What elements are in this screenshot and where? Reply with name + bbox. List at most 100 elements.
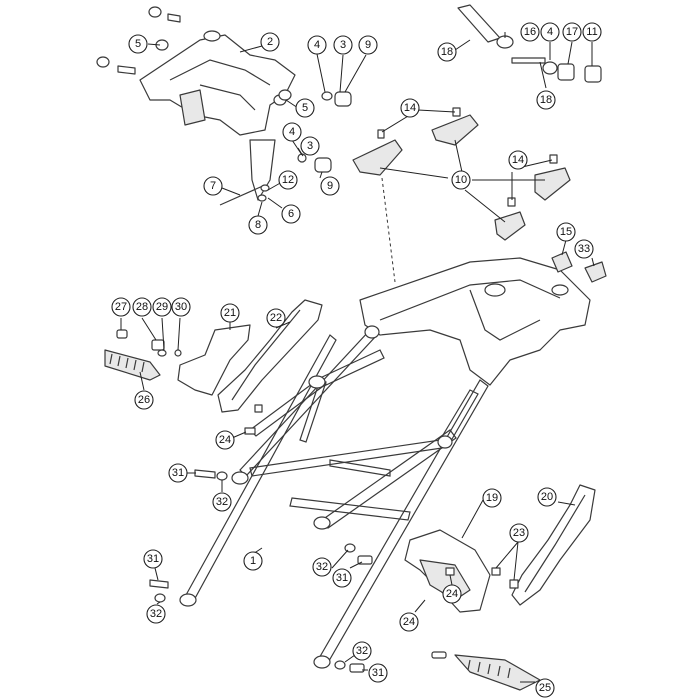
callout-label: 4 [289,126,295,138]
callout-3: 3 [300,136,320,156]
washer-32b [154,593,166,603]
right-footrest-assembly [404,484,596,691]
heel-guard-22 [217,299,323,413]
nut-8 [257,194,267,202]
frame-tube-end-upper [231,471,249,485]
spring-29 [157,349,167,357]
callout-7: 7 [203,176,223,196]
callout-label: 9 [365,39,371,51]
callout-label: 4 [314,39,320,51]
bolt-31b [149,579,169,589]
callout-27: 27 [111,297,131,317]
callout-label: 6 [288,208,294,220]
callout-label: 2 [267,36,273,48]
screw-24c [445,567,455,576]
callout-21: 21 [220,303,240,323]
leader-15 [561,239,567,256]
leader-10 [379,139,545,223]
heel-guard-20-edge [524,494,586,593]
frame-diagonal-brace-2 [319,349,385,387]
callout-2: 2 [260,32,280,52]
callout-label: 33 [578,243,590,255]
callout-label: 8 [255,219,261,231]
rubber-pad-left [352,139,403,176]
callout-label: 7 [210,180,216,192]
callouts: 1 2 3 3 4 4 4 5 5 6 7 8 9 9 10 11 12 14 … [111,22,602,698]
callout-29: 29 [152,297,172,317]
leader-31b [154,567,159,581]
rubber-damper-2 [278,89,292,101]
callout-label: 12 [282,174,294,186]
callout-30: 30 [171,297,191,317]
callout-label: 5 [135,38,141,50]
callout-4: 4 [307,35,327,55]
callout-24: 24 [215,430,235,450]
frame-joint-2 [437,435,453,449]
main-frame [179,257,591,669]
leader-18b [539,61,547,89]
callout-label: 16 [524,26,536,38]
callout-label: 1 [250,555,256,567]
callout-label: 32 [316,561,328,573]
bolt-long-16 [457,4,501,43]
callout-12: 12 [278,170,298,190]
footrest-bracket-21 [177,324,251,396]
callout-label: 31 [172,467,184,479]
upper-mounting-bracket [96,6,332,206]
callout-label: 3 [340,39,346,51]
callout-20: 20 [537,487,557,507]
washer-4 [321,91,333,101]
callout-label: 24 [403,616,415,628]
callout-14: 14 [400,98,420,118]
callout-label: 14 [404,102,416,114]
spacer-9 [334,91,352,107]
leader-24c [414,599,426,613]
callout-label: 20 [541,491,553,503]
bolt-31a [194,469,216,479]
callout-10: 10 [451,170,471,190]
leader-lines [120,32,595,683]
callout-9: 9 [320,176,340,196]
callout-5: 5 [128,34,148,54]
callout-label: 32 [150,608,162,620]
leader-32c [331,549,349,569]
frame-mount-boss-2 [551,284,569,296]
clip-30 [174,349,182,357]
leader-26 [139,371,145,391]
callout-6: 6 [281,204,301,224]
callout-label: 26 [138,394,150,406]
assembly-line-dash [381,177,396,283]
callout-label: 24 [446,588,458,600]
washer-left [96,56,110,68]
heel-guard-edge [231,309,301,401]
frame-joint-3 [364,325,380,339]
callout-label: 10 [455,174,467,186]
callout-label: 24 [219,434,231,446]
callout-3: 3 [333,35,353,55]
buffer-33 [584,261,607,283]
callout-26: 26 [134,390,154,410]
pivot-hardware [149,469,373,673]
frame-rear-subframe [359,257,591,386]
callout-4: 4 [282,122,302,142]
spacer-9b [314,157,332,173]
frame-subframe-edge [379,279,561,321]
callout-label: 15 [560,226,572,238]
rubber-pad-side [534,167,571,201]
leader-5a [147,43,161,46]
callout-24: 24 [399,612,419,632]
leader-20 [557,501,576,506]
leader-24a [231,431,247,439]
callout-31: 31 [143,549,163,569]
callout-19: 19 [482,488,502,508]
bolt-left [117,65,136,75]
screw-14c [507,197,516,207]
leader-17 [567,41,573,65]
washer-32c [344,543,356,553]
spacer-top [148,6,162,18]
leader-6 [267,197,283,209]
buffer-parts [551,251,607,283]
callout-31: 31 [368,663,388,683]
callout-23: 23 [509,523,529,543]
